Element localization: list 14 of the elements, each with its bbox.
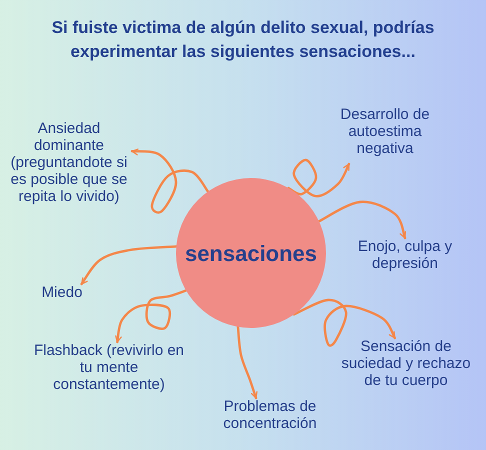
curly-arrow bbox=[114, 289, 188, 344]
curly-arrow bbox=[80, 245, 178, 286]
sensation-label: Enojo, culpa y depresión bbox=[345, 238, 465, 276]
sensation-label: Ansiedad dominante (preguntandote si es posible que se repita lo vivido) bbox=[6, 120, 132, 224]
curly-arrow bbox=[130, 148, 210, 214]
curly-arrow bbox=[318, 200, 406, 240]
title: Si fuiste victima de algún delito sexual, podrías experimentar las siguientes sensaciones... bbox=[50, 17, 436, 63]
curly-arrow bbox=[236, 326, 258, 400]
center-label: sensaciones bbox=[184, 240, 318, 268]
sensation-label: Desarrollo de autoestima negativa bbox=[325, 106, 445, 164]
sensation-label: Flashback (revivirlo en tu mente constantemente) bbox=[26, 342, 192, 418]
curly-arrow bbox=[287, 158, 350, 198]
curly-arrow bbox=[292, 298, 396, 347]
sensation-label: Miedo bbox=[34, 284, 90, 304]
